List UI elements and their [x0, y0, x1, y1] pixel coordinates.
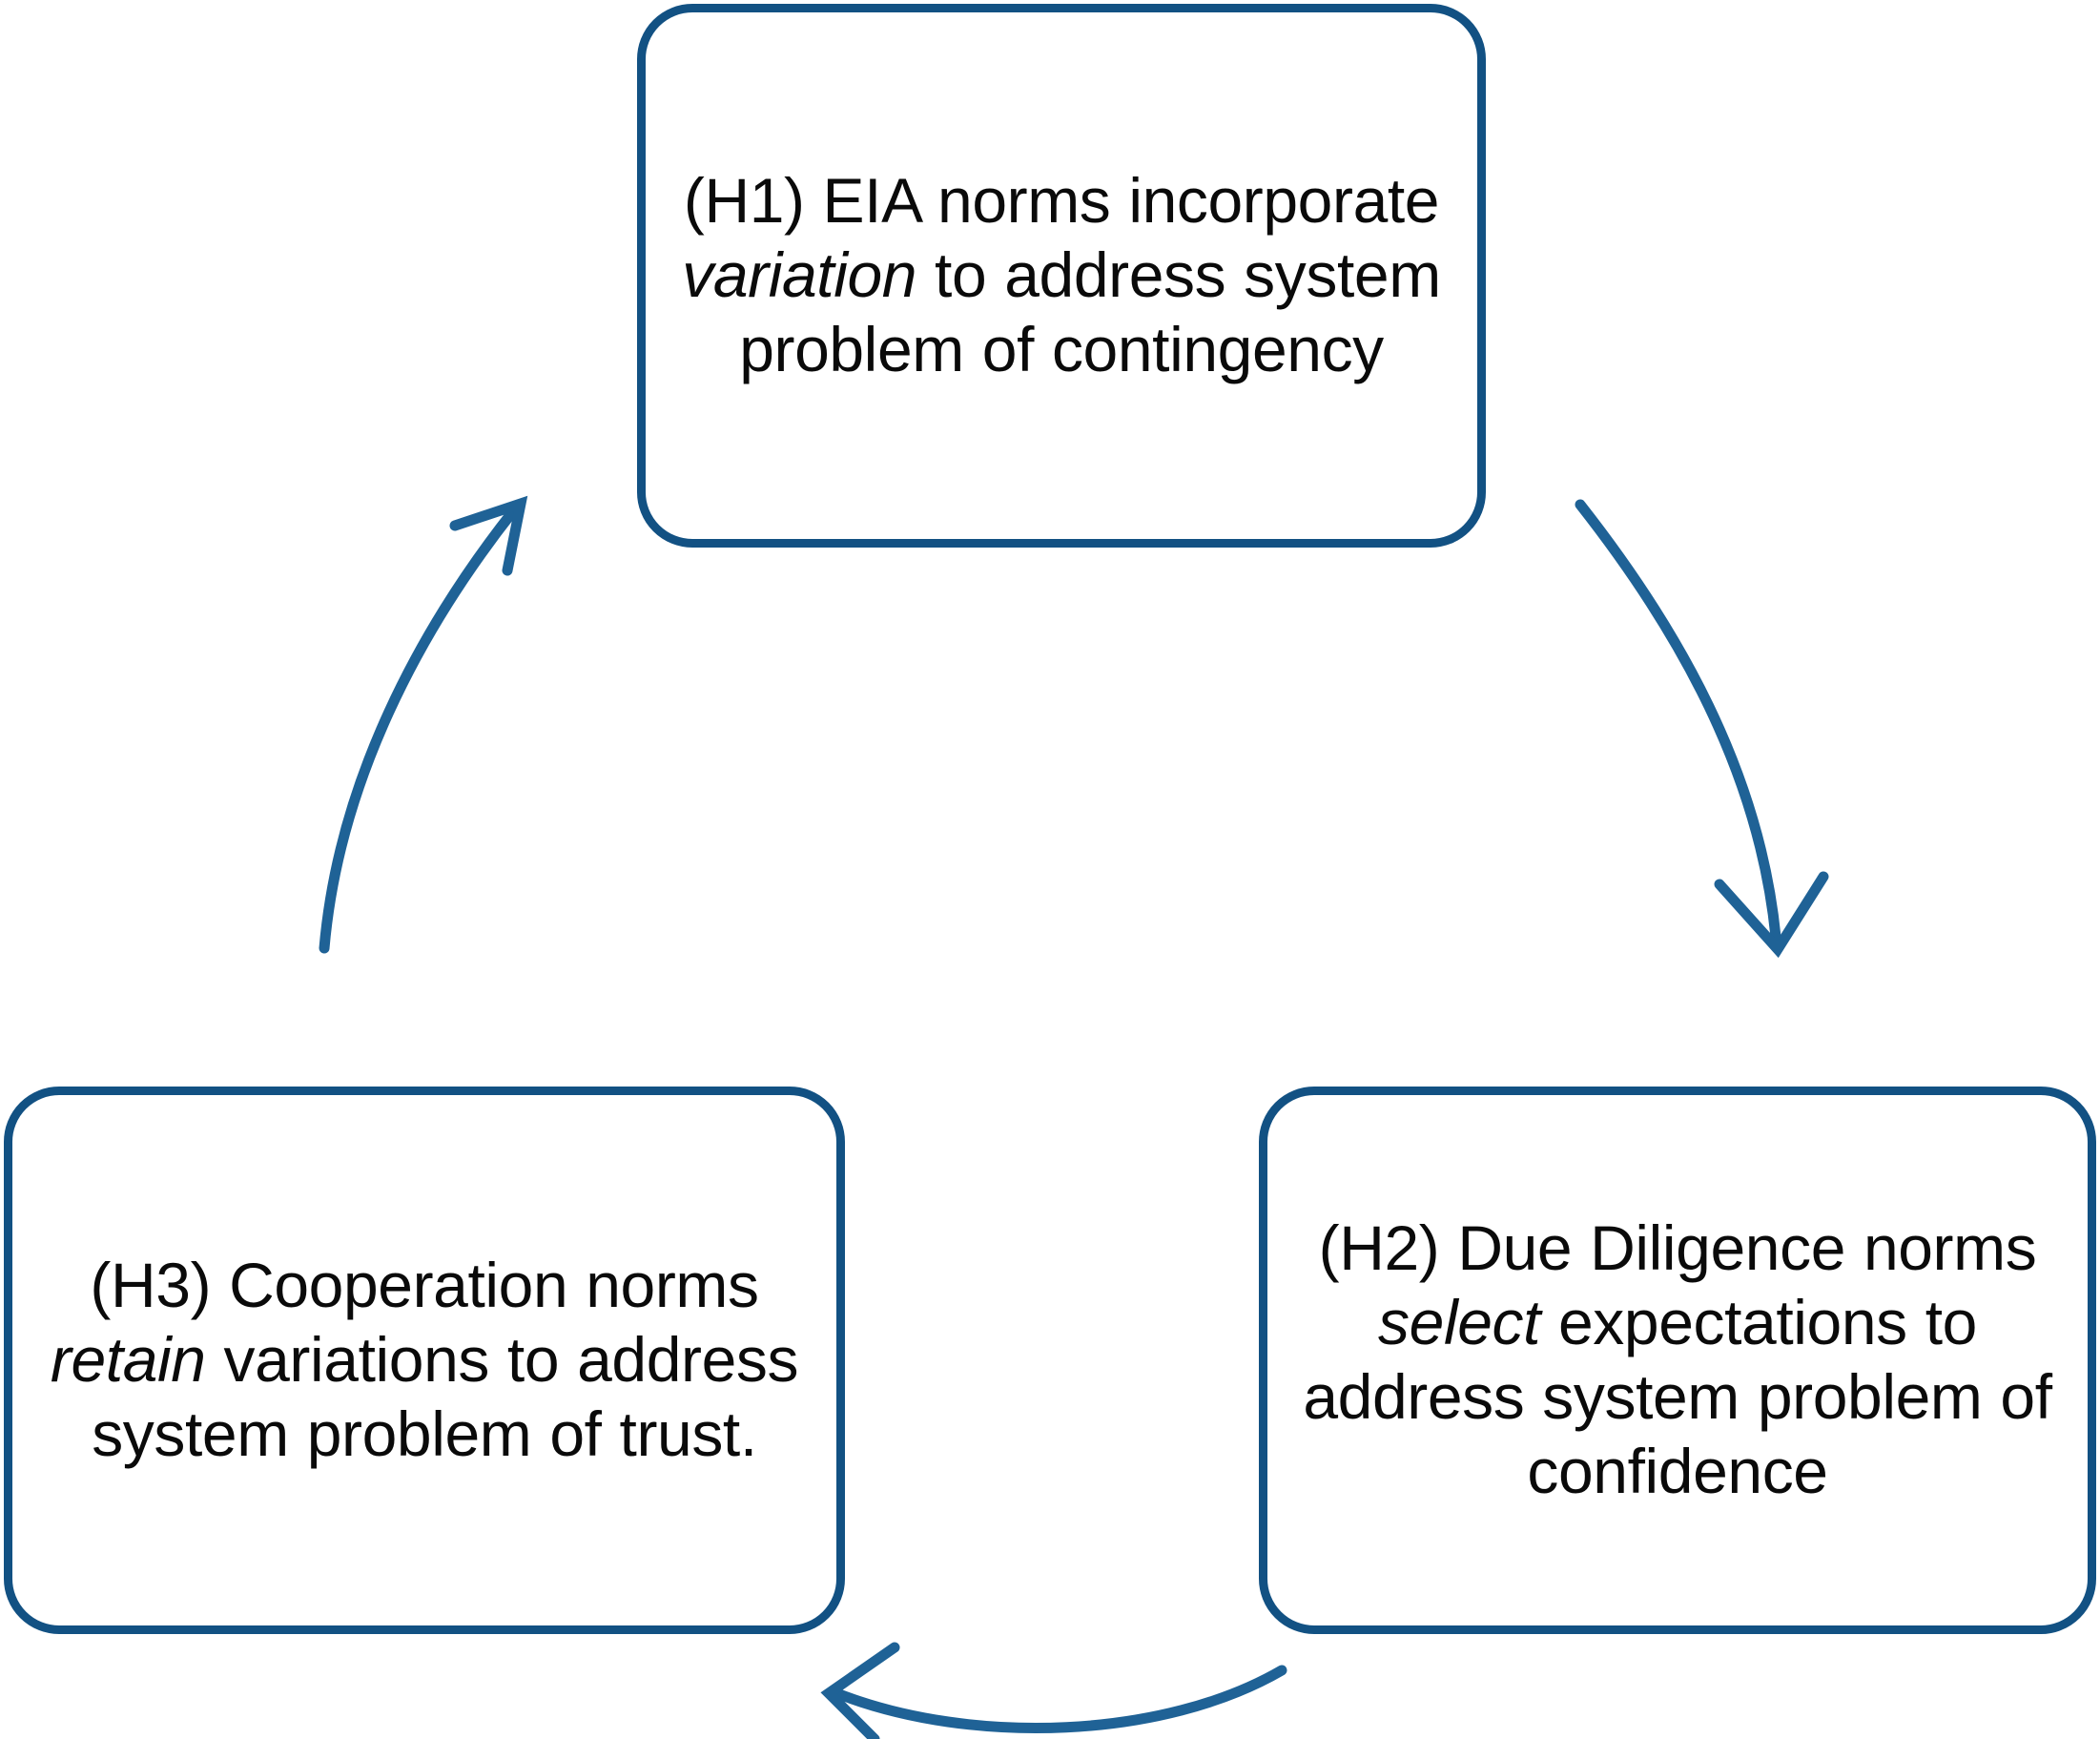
node-h2-text-part-1: (H2) Due Diligence norms [1318, 1212, 2037, 1284]
edge-h3-to-h1 [319, 495, 528, 954]
node-h3-text-part-1: (H3) Cooperation norms [90, 1250, 759, 1321]
edge-h2-to-h3 [820, 1642, 1287, 1739]
node-h1-text-part-2: to address system problem of contingency [739, 239, 1441, 384]
node-h3-text-part-2: variations to address system problem of … [92, 1324, 799, 1469]
edge-h2-to-h3-arrowhead [820, 1642, 900, 1739]
edge-h1-to-h2-arrowhead [1714, 871, 1829, 959]
edge-h3-to-h1-curve [319, 506, 519, 954]
node-h1-text-part-1: (H1) EIA norms incorporate [683, 165, 1440, 237]
node-h3[interactable]: (H3) Cooperation norms retain variations… [4, 1087, 845, 1634]
node-h3-text-emphasis: retain [50, 1324, 206, 1396]
node-h1-text-emphasis: variation [682, 239, 917, 311]
node-h2[interactable]: (H2) Due Diligence norms select expectat… [1259, 1087, 2096, 1634]
edge-h3-to-h1-arrowhead [449, 495, 528, 576]
node-h1[interactable]: (H1) EIA norms incorporate variation to … [637, 4, 1486, 548]
node-h1-label: (H1) EIA norms incorporate variation to … [678, 164, 1445, 387]
node-h2-text-emphasis: select [1378, 1287, 1541, 1358]
edge-h1-to-h2-curve [1575, 499, 1781, 942]
edge-h2-to-h3-curve [834, 1665, 1287, 1734]
node-h2-label: (H2) Due Diligence norms select expectat… [1300, 1211, 2055, 1509]
node-h2-text-part-2: expectations to address system problem o… [1303, 1287, 2052, 1506]
node-h3-label: (H3) Cooperation norms retain variations… [45, 1249, 804, 1472]
edge-h1-to-h2 [1575, 499, 1829, 959]
